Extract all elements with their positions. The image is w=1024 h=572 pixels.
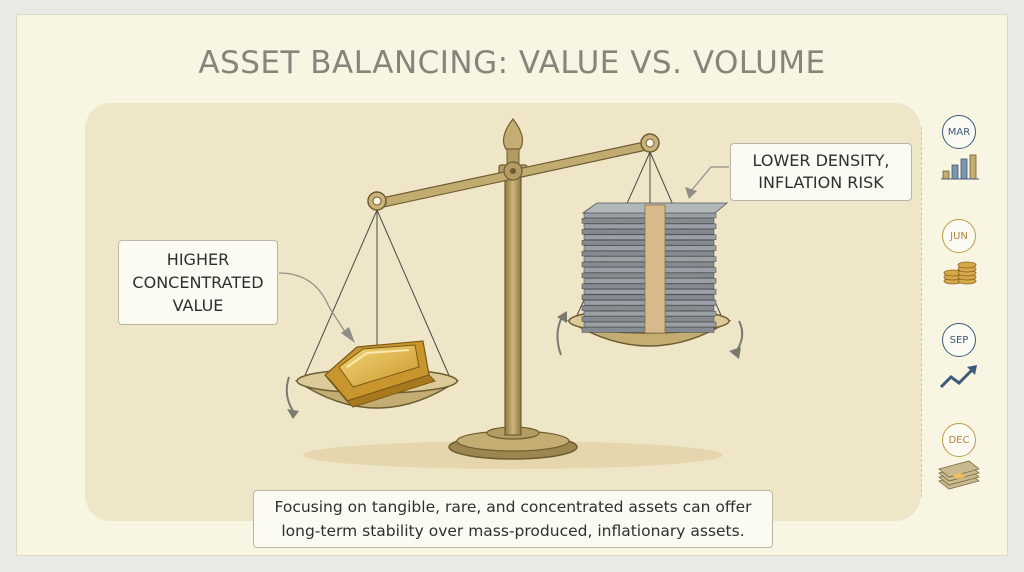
- motion-arrows: [285, 311, 744, 419]
- caption-line: long-term stability over mass-produced, …: [281, 522, 745, 540]
- cash-stack: [581, 202, 729, 334]
- month-badge-mar: MAR: [942, 115, 976, 149]
- callout-line: LOWER DENSITY,: [752, 151, 890, 170]
- callout-pointers: [278, 166, 729, 343]
- scale-post: [504, 172, 522, 436]
- higher-value-callout: HIGHER CONCENTRATED VALUE: [118, 240, 278, 325]
- page-title: ASSET BALANCING: VALUE VS. VOLUME: [198, 45, 826, 81]
- callout-line: INFLATION RISK: [758, 173, 884, 192]
- timeline-divider: [921, 127, 922, 497]
- callout-line: HIGHER: [166, 250, 230, 269]
- callout-line: CONCENTRATED: [132, 273, 264, 292]
- month-badge-dec: DEC: [942, 423, 976, 457]
- slide: ASSET BALANCING: VALUE VS. VOLUME: [16, 14, 1008, 556]
- money-band: [644, 204, 666, 334]
- caption-box: Focusing on tangible, rare, and concentr…: [253, 490, 773, 548]
- caption-line: Focusing on tangible, rare, and concentr…: [274, 498, 752, 516]
- trend-up-icon: [939, 365, 977, 389]
- balance-scale-illustration: [278, 118, 980, 490]
- scale-finial: [502, 118, 524, 150]
- bar-chart-icon: [941, 154, 979, 180]
- gold-bar: [324, 340, 436, 408]
- month-badge-sep: SEP: [942, 323, 976, 357]
- coin-stack-icon: [943, 261, 977, 285]
- lower-density-callout: LOWER DENSITY, INFLATION RISK: [730, 143, 912, 201]
- cash-stack-icon: [938, 460, 980, 490]
- month-badge-jun: JUN: [942, 219, 976, 253]
- callout-line: VALUE: [172, 296, 224, 315]
